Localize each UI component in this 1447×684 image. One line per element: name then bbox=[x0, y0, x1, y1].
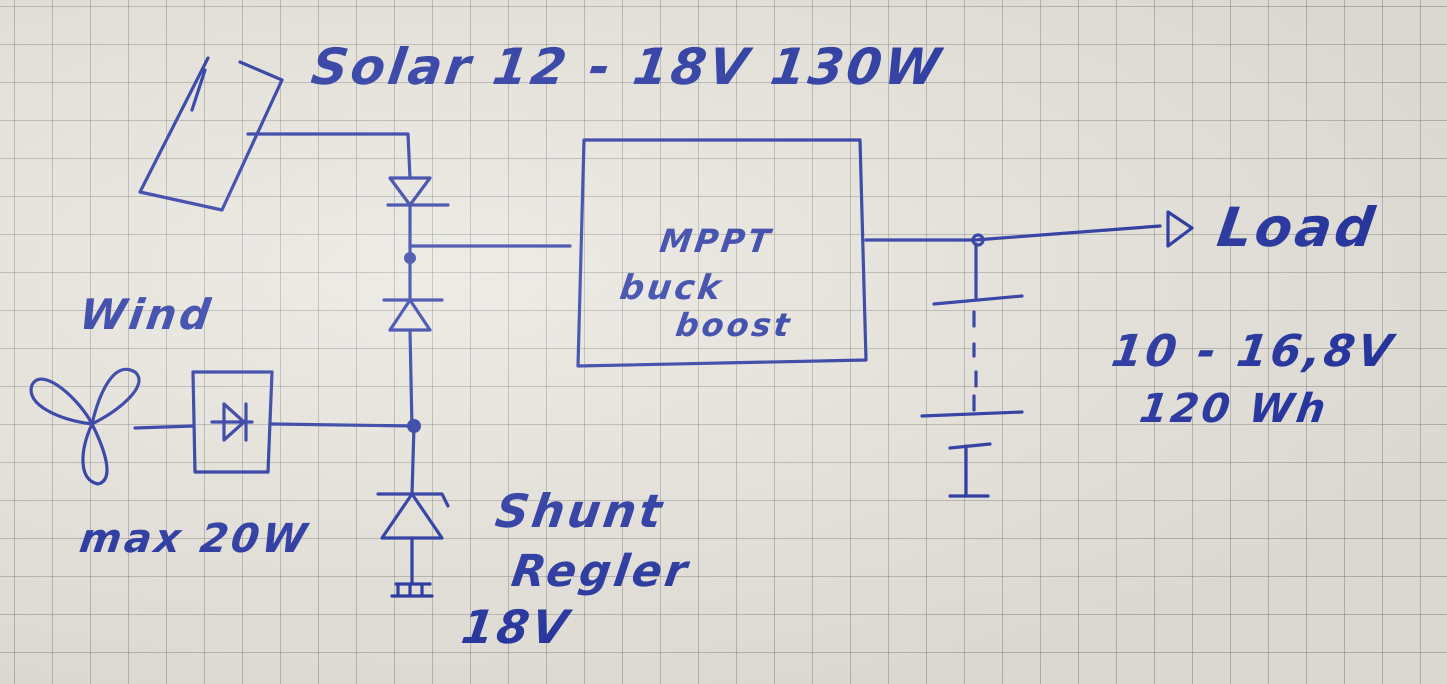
load-arrow-icon bbox=[1166, 210, 1194, 248]
shunt-label-line1: Shunt bbox=[492, 484, 669, 538]
output-wire bbox=[864, 224, 1162, 242]
load-label: Load bbox=[1213, 196, 1382, 259]
battery-voltage-label: 10 - 16,8V bbox=[1108, 326, 1399, 377]
mppt-label-line3: boost bbox=[673, 306, 795, 344]
solar-wire bbox=[246, 132, 412, 180]
solar-diode-icon bbox=[386, 176, 450, 260]
rectifier-wire bbox=[270, 422, 416, 428]
shunt-zener-icon bbox=[376, 424, 450, 598]
wind-label: Wind bbox=[76, 290, 217, 339]
wind-diode-icon bbox=[382, 256, 444, 430]
wind-power-label: max 20W bbox=[76, 516, 313, 562]
wind-turbine-icon bbox=[29, 367, 141, 486]
rectifier-icon bbox=[191, 370, 274, 474]
solar-panel-icon bbox=[138, 56, 284, 212]
shunt-label-line2: Regler bbox=[508, 546, 694, 597]
mppt-box bbox=[576, 138, 868, 368]
battery-icon bbox=[920, 242, 1024, 498]
battery-capacity-label: 120 Wh bbox=[1136, 386, 1332, 432]
shunt-label-line3: 18V bbox=[458, 600, 575, 654]
mppt-label-line1: MPPT bbox=[657, 222, 776, 260]
output-junction bbox=[971, 233, 985, 247]
fan-wire bbox=[133, 424, 195, 430]
mppt-label-line2: buck bbox=[617, 268, 727, 308]
solar-label: Solar 12 - 18V 130W bbox=[307, 38, 947, 96]
